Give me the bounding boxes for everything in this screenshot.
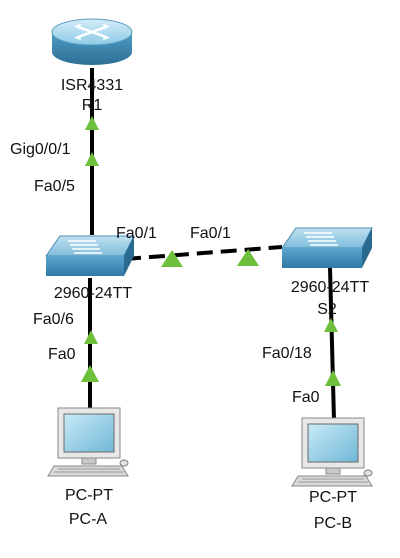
router-name-label: R1 (82, 97, 103, 114)
s2-model-label: 2960-24TT (291, 279, 369, 296)
link-up-indicator (85, 116, 99, 130)
pcb-model-label: PC-PT (309, 489, 357, 506)
port-label-s2-fa0-1: Fa0/1 (190, 225, 231, 242)
port-label-s1-fa0-6: Fa0/6 (33, 311, 74, 328)
pcb-name-label: PC-B (314, 515, 352, 532)
link-up-indicator (84, 330, 98, 344)
port-label-s2-fa0-18: Fa0/18 (262, 345, 312, 362)
pc-icon[interactable] (47, 407, 129, 477)
pca-name-label: PC-A (69, 511, 108, 528)
link-up-indicator (161, 250, 183, 267)
s2-name-label: S2 (317, 301, 337, 318)
s1-model-label: 2960-24TT (54, 285, 132, 302)
router-model-label: ISR4331 (61, 77, 123, 94)
pc-icon[interactable] (291, 417, 373, 487)
pca-model-label: PC-PT (65, 487, 113, 504)
port-label-s1-fa0-5: Fa0/5 (34, 178, 75, 195)
link-up-indicator (325, 370, 341, 386)
link-up-indicator (324, 318, 338, 332)
port-label-pca-fa0: Fa0 (48, 346, 76, 363)
port-label-r1-gig0-0-1: Gig0/0/1 (10, 141, 71, 158)
switch-icon[interactable] (281, 227, 373, 268)
link-up-indicator (85, 152, 99, 166)
port-label-pcb-fa0: Fa0 (292, 389, 320, 406)
port-label-s1-fa0-1: Fa0/1 (116, 225, 157, 242)
link-up-indicator (81, 365, 99, 382)
link-s2-pcb[interactable] (328, 267, 336, 421)
link-s1-s2[interactable] (124, 245, 283, 261)
link-up-indicator (237, 249, 259, 266)
switch-icon[interactable] (45, 235, 135, 276)
router-icon[interactable] (51, 18, 133, 65)
